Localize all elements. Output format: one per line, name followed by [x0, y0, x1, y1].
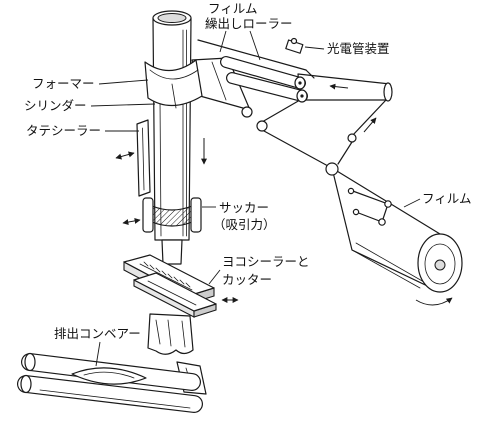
film-web-top [297, 73, 391, 101]
sucker-belt-left [142, 197, 154, 233]
feed-roller-lower [226, 72, 308, 103]
label-photoelectric-device: 光電管装置 [327, 41, 390, 56]
arrow-roll-rotation [415, 297, 453, 306]
vertical-sealer-face [142, 127, 145, 191]
bag-on-conveyor-crease [83, 371, 135, 379]
label-feed-roller-line1: フィルム [208, 1, 258, 16]
sealer-jaw-front [133, 272, 217, 318]
sucker-belt-right [190, 197, 202, 233]
arrow-film-feed [329, 83, 349, 90]
vertical-sealer [136, 119, 151, 197]
label-former: フォーマー [32, 76, 95, 91]
former [144, 59, 203, 109]
cylinder-top-opening [157, 13, 187, 23]
photoelectric-sensor [285, 37, 304, 54]
arrow-sucker [122, 217, 141, 226]
guide-roller-left [256, 120, 268, 132]
film-sheet-shade [351, 249, 421, 289]
former-collar [144, 59, 203, 107]
dancer-roller [347, 133, 357, 143]
frame-rod [305, 69, 315, 79]
label-horizontal-sealer-line2: カッター [222, 272, 272, 287]
filling-tube [161, 239, 183, 265]
leader-cylinder [90, 103, 156, 107]
leader-former [98, 79, 149, 85]
motion-arrows [115, 83, 453, 306]
leader-horizontal-sealer [208, 269, 221, 285]
leader-film [403, 198, 421, 208]
leader-lines [90, 30, 421, 367]
label-sucker-line2: （吸引力） [213, 217, 276, 232]
film-path-line [337, 141, 353, 165]
arrow-vertical-sealer [115, 151, 135, 160]
feed-roller-assembly [191, 37, 315, 118]
bag-on-conveyor [71, 367, 147, 385]
feed-roller-upper [220, 56, 306, 90]
leader-feed-roller [249, 30, 261, 61]
film-roll-hub [434, 259, 446, 271]
film-sheet-shade [355, 242, 425, 283]
cylinder-body [152, 17, 192, 241]
arrow-film-dancer [363, 117, 377, 133]
feed-guide-roller [241, 106, 253, 118]
film-path-line [351, 99, 387, 137]
label-sucker-line1: サッカー [219, 200, 269, 215]
label-vertical-sealer: タテシーラー [26, 123, 101, 138]
former-fold [149, 69, 199, 80]
conveyor-roller-front [17, 374, 203, 413]
film-roll-assembly [331, 167, 463, 293]
frame-rod [197, 39, 307, 71]
hanging-bag [147, 313, 194, 355]
film-path-line [261, 99, 301, 123]
discharge-conveyor [17, 352, 203, 413]
labels: フィルム 繰出しローラー 光電管装置 フォーマー シリンダー タテシーラー サッ… [24, 1, 472, 341]
leader-discharge-conveyor [95, 341, 101, 367]
guide-roller-lower [325, 162, 339, 176]
leader-feed-roller [219, 30, 227, 53]
label-film: フィルム [422, 191, 472, 206]
hanging-bag-crease [155, 319, 186, 348]
label-discharge-conveyor: 排出コンベアー [54, 326, 141, 341]
roll-bracket-linkage [347, 187, 392, 226]
guide-roller-right [383, 82, 393, 102]
horizontal-sealer-jaws [123, 254, 217, 318]
leader-photoelectric [304, 46, 325, 50]
film-path [256, 73, 393, 176]
film-web-shade [211, 61, 227, 101]
film-path-line [263, 130, 329, 167]
label-cylinder: シリンダー [24, 98, 87, 113]
label-horizontal-sealer-line1: ヨコシーラーと [222, 254, 310, 269]
former-fold [171, 83, 177, 109]
sucker-unit [142, 197, 202, 233]
label-feed-roller-line2: 繰出しローラー [205, 16, 293, 31]
film-roll-layer [424, 243, 456, 285]
